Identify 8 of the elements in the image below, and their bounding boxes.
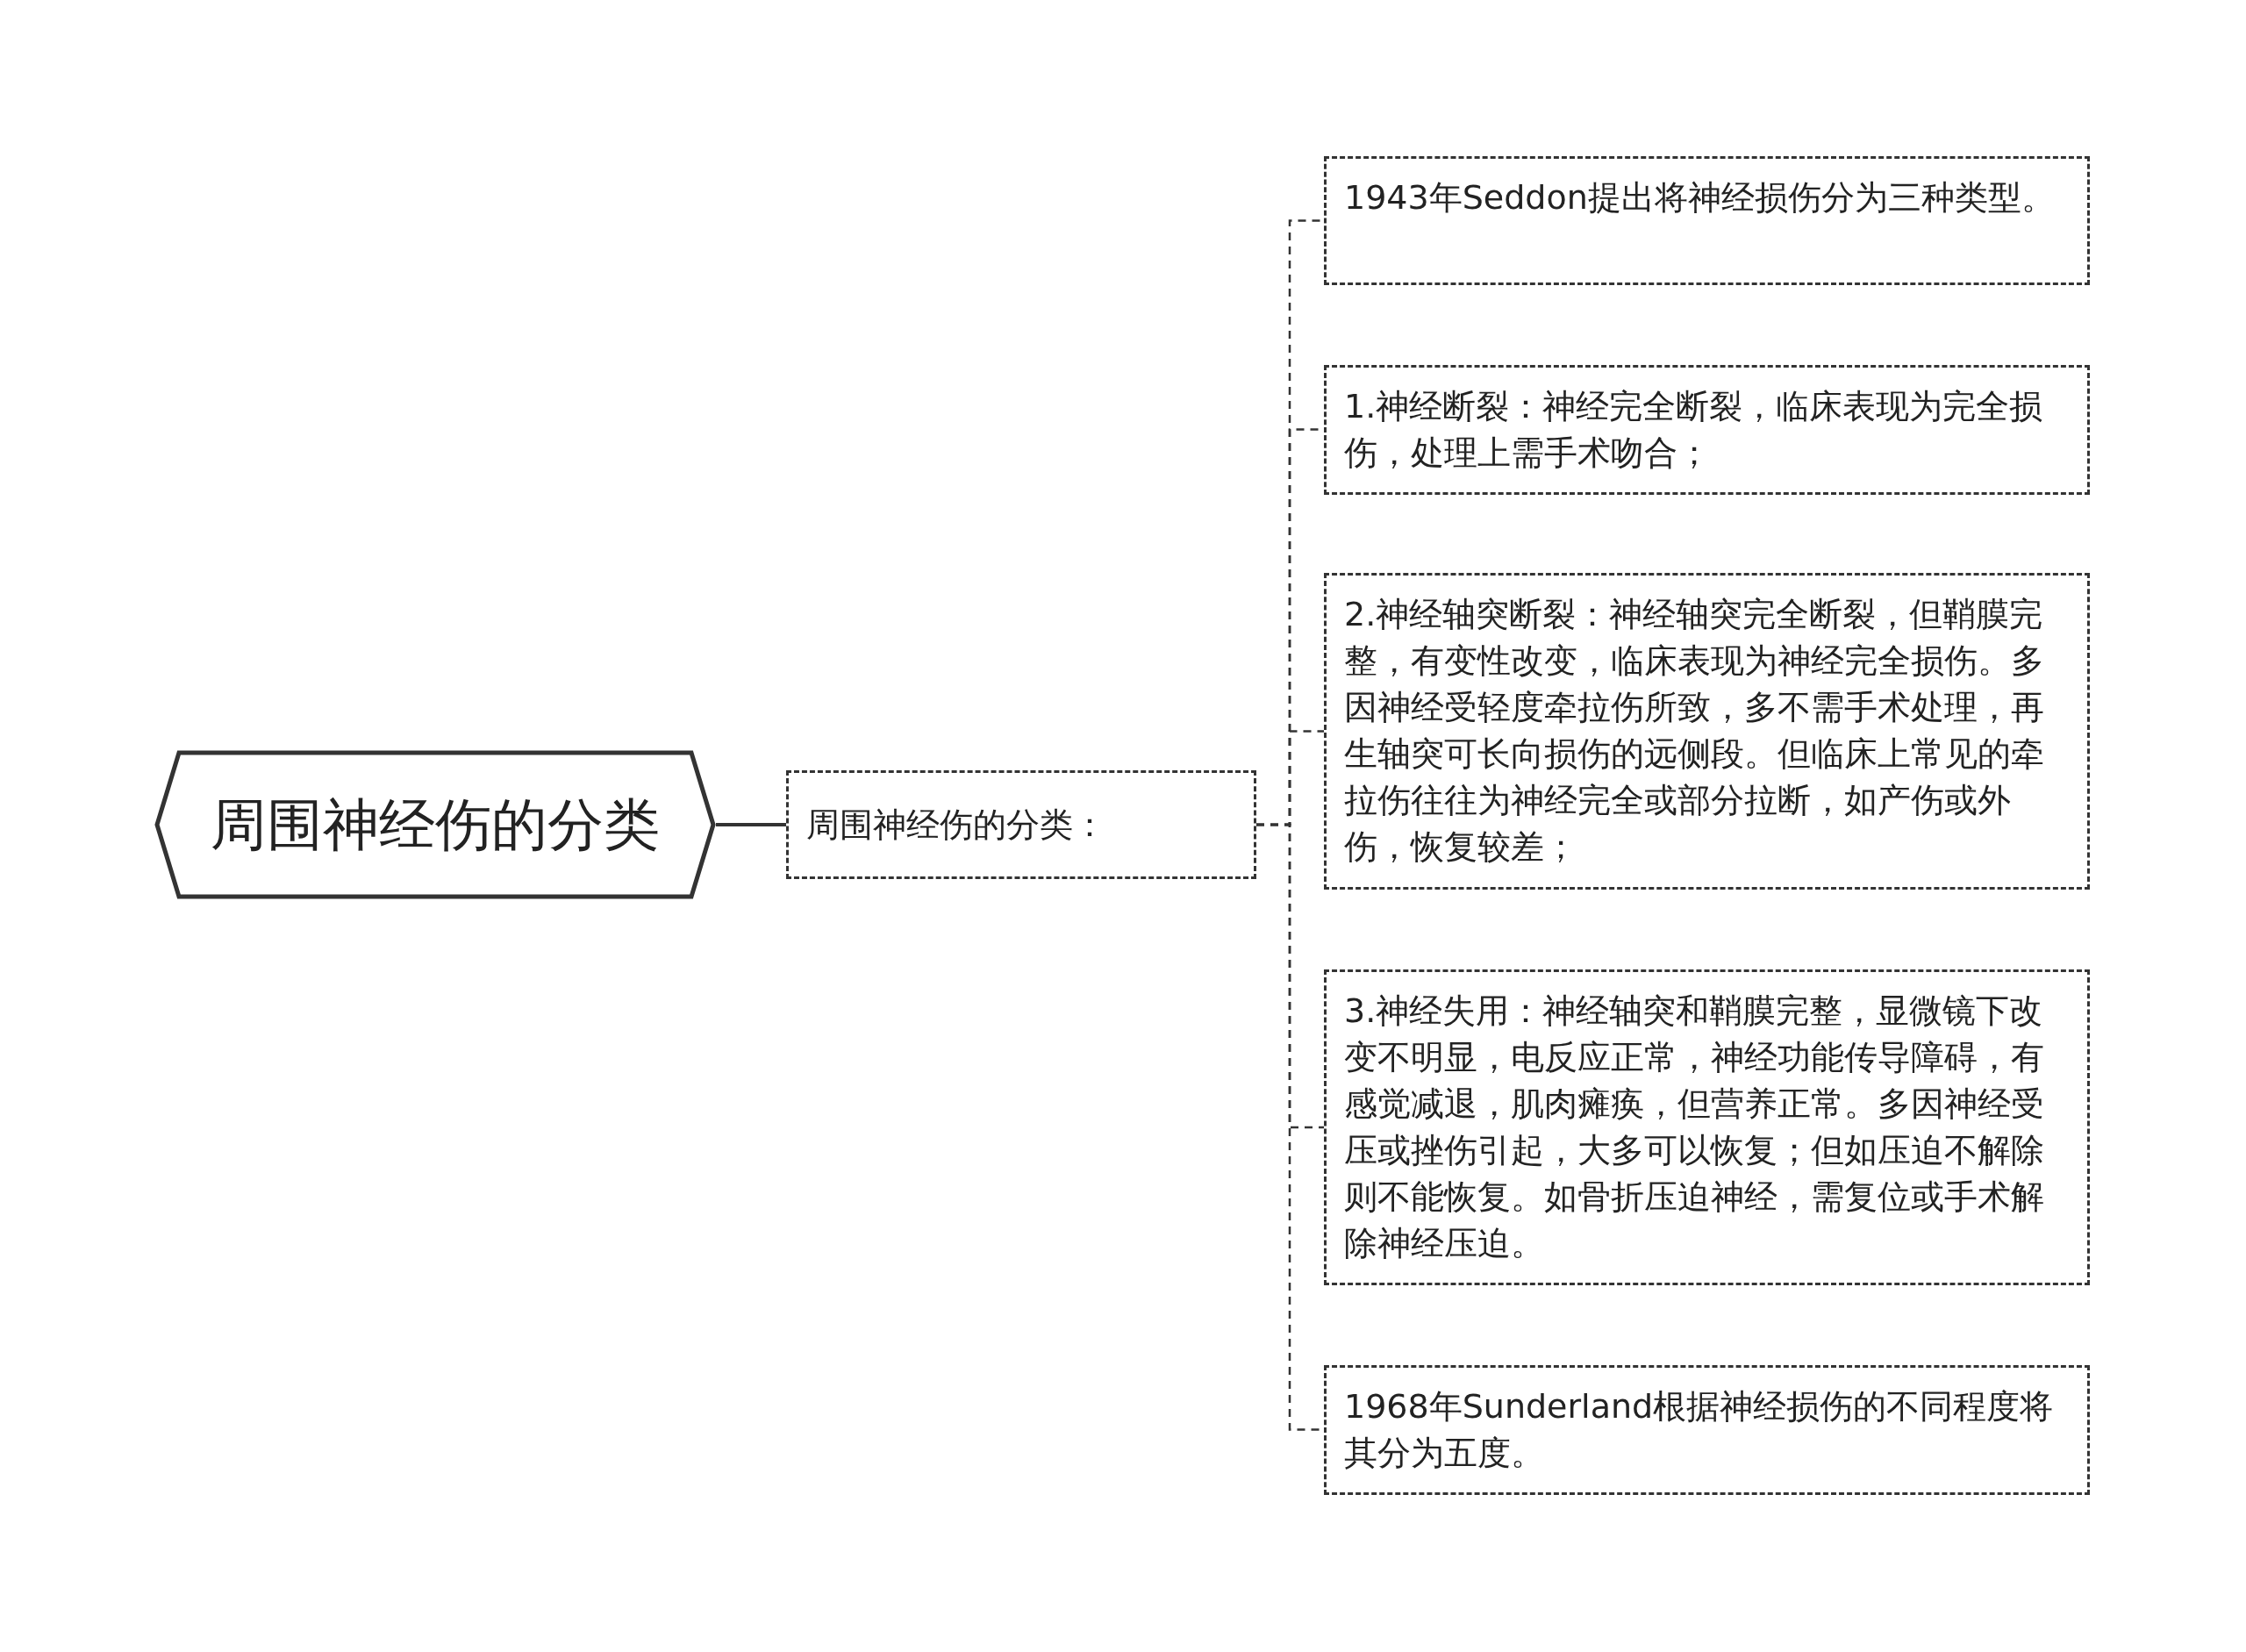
- connector: [716, 823, 786, 826]
- text-box: 1943年Seddon提出将神经损伤分为三种类型。: [1324, 156, 2090, 285]
- text-box: 周围神经伤的分类：: [786, 770, 1256, 879]
- text-box: 1.神经断裂：神经完全断裂，临床表现为完全损伤，处理上需手术吻合；: [1324, 365, 2090, 495]
- text-box: 2.神经轴突断裂：神经轴突完全断裂，但鞘膜完整，有变性改变，临床表现为神经完全损伤。多因神经受轻度牵拉伤所致，多不需手术处理，再生轴突可长向损伤的远侧段。但临床上常见的牵拉伤往往为神经完全或部分拉断，如产伤或外伤，恢复较差；: [1324, 573, 2090, 890]
- text-box: 1968年Sunderland根据神经损伤的不同程度将其分为五度。: [1324, 1365, 2090, 1495]
- text-box: 3.神经失用：神经轴突和鞘膜完整，显微镜下改变不明显，电反应正常，神经功能传导障碍，有感觉减退，肌肉瘫痪，但营养正常。多因神经受压或挫伤引起，大多可以恢复；但如压迫不解除则不能恢复。如骨折压迫神经，需复位或手术解除神经压迫。: [1324, 969, 2090, 1285]
- topic-hexagon: 周围神经伤的分类: [154, 750, 716, 899]
